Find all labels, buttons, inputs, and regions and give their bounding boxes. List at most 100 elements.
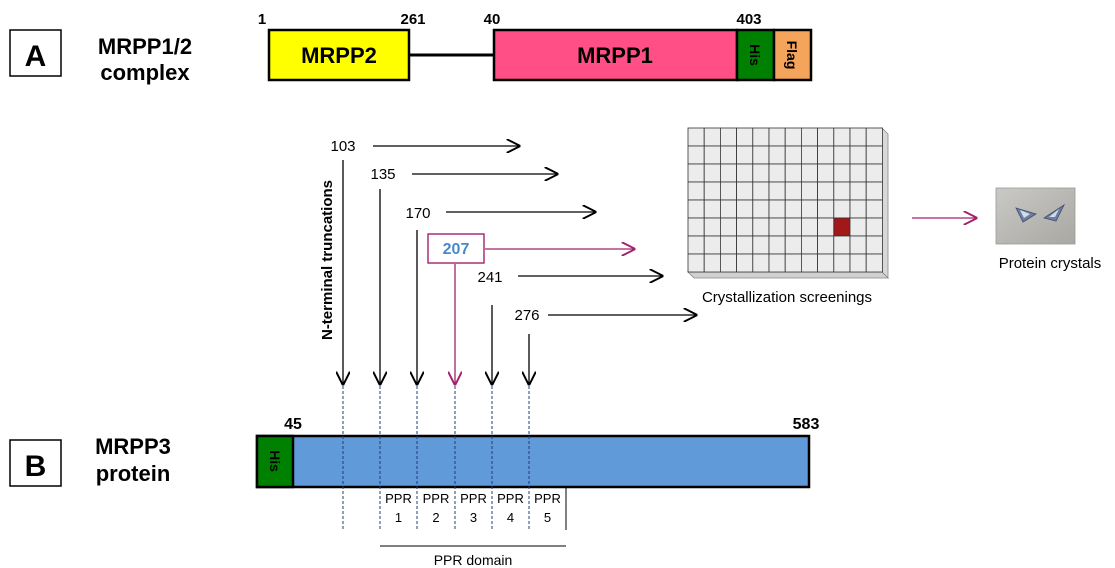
plate-well bbox=[833, 235, 851, 255]
plate-well bbox=[784, 163, 802, 183]
ppr-domain-label: PPR domain bbox=[434, 552, 513, 568]
plate-well bbox=[784, 199, 802, 219]
plate-well bbox=[687, 235, 705, 255]
plate-well bbox=[752, 127, 770, 147]
plate-well bbox=[865, 145, 883, 165]
plate-well bbox=[817, 217, 835, 237]
plate-well bbox=[833, 145, 851, 165]
plate-well bbox=[736, 181, 754, 201]
plate-well bbox=[752, 217, 770, 237]
mrpp1-start: 40 bbox=[484, 11, 501, 28]
plate-well bbox=[703, 253, 721, 273]
plate-well bbox=[768, 163, 786, 183]
plate-well bbox=[849, 235, 867, 255]
crystal-right-highlight bbox=[1049, 209, 1059, 217]
plate-well bbox=[833, 199, 851, 219]
plate-well bbox=[865, 217, 883, 237]
ppr-repeats: PPR 1 PPR 2 PPR 3 PPR 4 PPR 5 bbox=[385, 491, 561, 525]
mrpp3-his-label: His bbox=[267, 450, 283, 472]
mrpp2-bar bbox=[267, 28, 411, 82]
plate-well bbox=[736, 217, 754, 237]
plate-well bbox=[849, 199, 867, 219]
crystallization-screenings-label: Crystallization screenings bbox=[702, 289, 872, 306]
plate-well bbox=[801, 127, 819, 147]
ppr-5-prefix: PPR bbox=[534, 491, 561, 506]
plate-well bbox=[703, 181, 721, 201]
plate-well bbox=[833, 127, 851, 147]
plate-well bbox=[801, 145, 819, 165]
plate-well bbox=[720, 145, 738, 165]
plate-well bbox=[817, 127, 835, 147]
plate-well bbox=[865, 199, 883, 219]
ppr-2-number: 2 bbox=[432, 510, 439, 525]
ppr-2-prefix: PPR bbox=[423, 491, 450, 506]
plate-well bbox=[801, 235, 819, 255]
truncation-241-label: 241 bbox=[477, 269, 502, 286]
panel-b: B MRPP3 protein His 45 583 PPR 1 PPR 2 P… bbox=[9, 386, 819, 568]
mrpp2-end: 261 bbox=[400, 11, 425, 28]
plate-well bbox=[687, 199, 705, 219]
plate-well bbox=[784, 127, 802, 147]
plate-well bbox=[849, 163, 867, 183]
plate-well bbox=[687, 253, 705, 273]
plate-well bbox=[817, 253, 835, 273]
plate-well bbox=[817, 145, 835, 165]
crystallization-plate: Crystallization screenings bbox=[687, 127, 889, 306]
plate-well bbox=[703, 163, 721, 183]
mrpp1-flag-tag bbox=[772, 28, 813, 82]
plate-grid bbox=[687, 127, 883, 273]
plate-well bbox=[801, 217, 819, 237]
crystal-left-highlight bbox=[1020, 210, 1030, 218]
plate-well bbox=[817, 235, 835, 255]
plate-well bbox=[703, 217, 721, 237]
plate-well bbox=[865, 127, 883, 147]
plate-well bbox=[833, 163, 851, 183]
panel-b-title-line2: protein bbox=[96, 461, 171, 486]
plate-well bbox=[849, 145, 867, 165]
truncation-207-label: 207 bbox=[443, 241, 470, 258]
truncation-103-label: 103 bbox=[330, 138, 355, 155]
panel-a-letter: A bbox=[25, 40, 47, 73]
mrpp3-his-tag bbox=[255, 434, 295, 489]
plate-well bbox=[817, 181, 835, 201]
mrpp1-flag-label: Flag bbox=[784, 41, 800, 70]
plate-well bbox=[720, 163, 738, 183]
plate-well bbox=[817, 163, 835, 183]
plate-well bbox=[687, 127, 705, 147]
plate-well bbox=[768, 145, 786, 165]
ppr-4-prefix: PPR bbox=[497, 491, 524, 506]
plate-well bbox=[752, 199, 770, 219]
plate-well bbox=[720, 127, 738, 147]
plate-well bbox=[833, 253, 851, 273]
plate-well bbox=[801, 199, 819, 219]
plate-well bbox=[736, 253, 754, 273]
panel-b-letter-box bbox=[9, 439, 62, 487]
plate-well bbox=[752, 163, 770, 183]
ppr-3-prefix: PPR bbox=[460, 491, 487, 506]
truncation-276-label: 276 bbox=[514, 307, 539, 324]
mrpp3-start: 45 bbox=[284, 416, 302, 433]
plate-well bbox=[784, 145, 802, 165]
plate-well bbox=[720, 181, 738, 201]
plate-well bbox=[736, 199, 754, 219]
plate-well bbox=[720, 253, 738, 273]
truncation-170-label: 170 bbox=[405, 205, 430, 222]
plate-well bbox=[801, 181, 819, 201]
ppr-4-number: 4 bbox=[507, 510, 514, 525]
plate-bottom-face bbox=[687, 271, 889, 279]
n-terminal-truncations-label: N-terminal truncations bbox=[319, 180, 336, 340]
plate-well bbox=[768, 181, 786, 201]
plate-well bbox=[768, 127, 786, 147]
panel-a-letter-box bbox=[9, 29, 62, 77]
plate-well bbox=[784, 217, 802, 237]
plate-well bbox=[865, 253, 883, 273]
plate-well bbox=[687, 163, 705, 183]
plate-well bbox=[865, 181, 883, 201]
panel-b-letter: B bbox=[25, 450, 47, 483]
plate-well bbox=[720, 199, 738, 219]
plate-well bbox=[768, 235, 786, 255]
mrpp1-end: 403 bbox=[736, 11, 761, 28]
plate-well bbox=[720, 217, 738, 237]
plate-well bbox=[768, 217, 786, 237]
